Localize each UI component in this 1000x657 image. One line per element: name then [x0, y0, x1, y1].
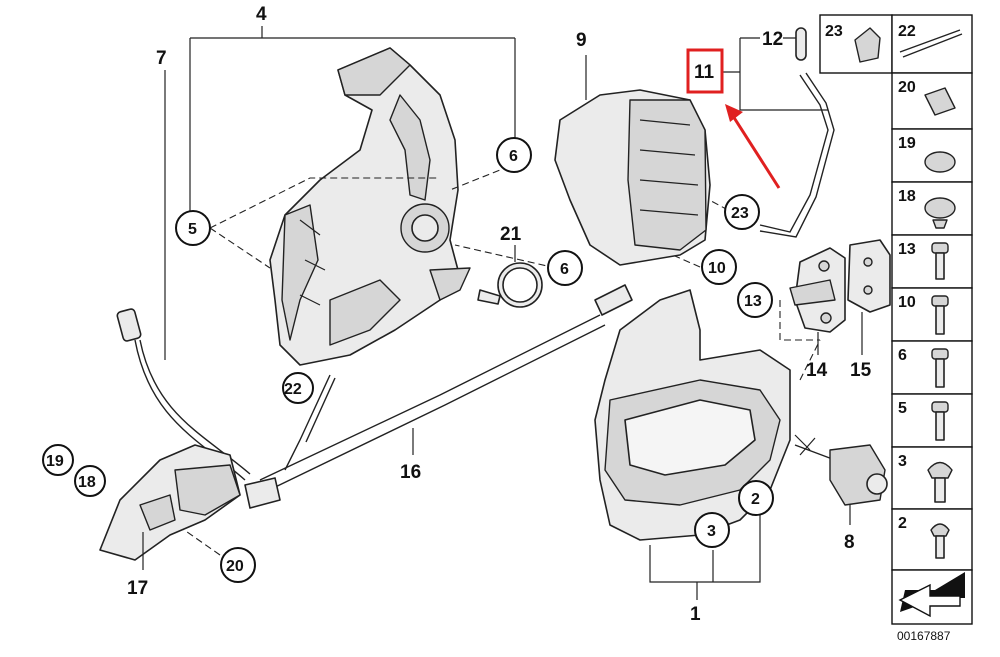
cable-tie-22-icon [899, 29, 963, 58]
highlight-box [686, 48, 724, 94]
nut-20-icon [924, 87, 956, 116]
screw-13-icon [931, 242, 949, 280]
arrow-icon [898, 572, 965, 618]
pin-2-icon [930, 523, 950, 559]
label-6: 6 [509, 148, 518, 165]
label-19: 19 [46, 453, 64, 470]
catalog-label-22: 22 [898, 23, 916, 40]
label-1: 1 [690, 604, 701, 625]
callout-6-top: 6 [496, 137, 532, 173]
label-21: 21 [500, 224, 522, 245]
label-7: 7 [156, 48, 167, 69]
label-15: 15 [850, 360, 872, 381]
catalog-label-20: 20 [898, 79, 916, 96]
striker-14: 14 13 [737, 247, 846, 381]
screw-6-icon [931, 348, 949, 388]
door-handle-1: 1 2 3 [594, 289, 791, 625]
label-20: 20 [226, 558, 244, 575]
label-6b: 6 [560, 261, 569, 278]
label-3: 3 [707, 523, 716, 540]
catalog-label-2: 2 [898, 515, 907, 532]
plate-15: 15 [847, 239, 891, 381]
label-12: 12 [762, 29, 783, 50]
catalog-code: 00167887 [897, 629, 951, 643]
catalog-label-5: 5 [898, 400, 907, 417]
label-9: 9 [576, 30, 587, 51]
catalog-label-18: 18 [898, 188, 916, 205]
pin-3-icon [927, 461, 953, 503]
label-13: 13 [744, 293, 762, 310]
highlight-arrow-head [725, 104, 743, 122]
ring-21: 21 6 [477, 224, 583, 308]
cable-7: 7 [116, 48, 251, 481]
lock-cylinder-8: 8 [794, 434, 888, 553]
label-14: 14 [806, 360, 828, 381]
highlight-arrow-shaft [731, 115, 781, 189]
label-11: 11 [694, 62, 715, 83]
parts-catalog: 23 22 20 19 18 13 10 6 5 3 2 [819, 14, 973, 643]
label-4: 4 [256, 4, 267, 25]
catalog-column: 20 19 18 13 10 6 5 3 2 [891, 72, 973, 625]
catalog-label-19: 19 [898, 135, 916, 152]
label-5: 5 [188, 221, 197, 238]
callout-4-bracket: 4 [189, 4, 516, 222]
label-23: 23 [731, 205, 749, 222]
catalog-label-3: 3 [898, 453, 907, 470]
label-18: 18 [78, 474, 96, 491]
cable-16: 16 [244, 284, 633, 509]
label-8: 8 [844, 532, 855, 553]
carrier-bracket [269, 47, 471, 366]
catalog-label-23: 23 [825, 23, 843, 40]
housing-9: 9 10 [554, 30, 737, 285]
catalog-label-10: 10 [898, 294, 916, 311]
cable-clip-22: 22 [282, 372, 336, 471]
label-10: 10 [708, 260, 726, 277]
rod-11: 12 11 23 [686, 27, 835, 238]
callout-5: 5 [175, 210, 211, 246]
screw-5-icon [931, 401, 949, 441]
catalog-label-6: 6 [898, 347, 907, 364]
screw-10-icon [931, 295, 949, 335]
cap-18-icon [924, 197, 956, 219]
grommet-19-icon [924, 151, 956, 173]
cover-17: 17 19 18 20 [42, 444, 256, 599]
label-16: 16 [400, 462, 421, 483]
label-2: 2 [751, 491, 760, 508]
label-17: 17 [127, 578, 148, 599]
label-22: 22 [284, 381, 302, 398]
catalog-label-13: 13 [898, 241, 916, 258]
clip-23-icon [854, 27, 881, 63]
